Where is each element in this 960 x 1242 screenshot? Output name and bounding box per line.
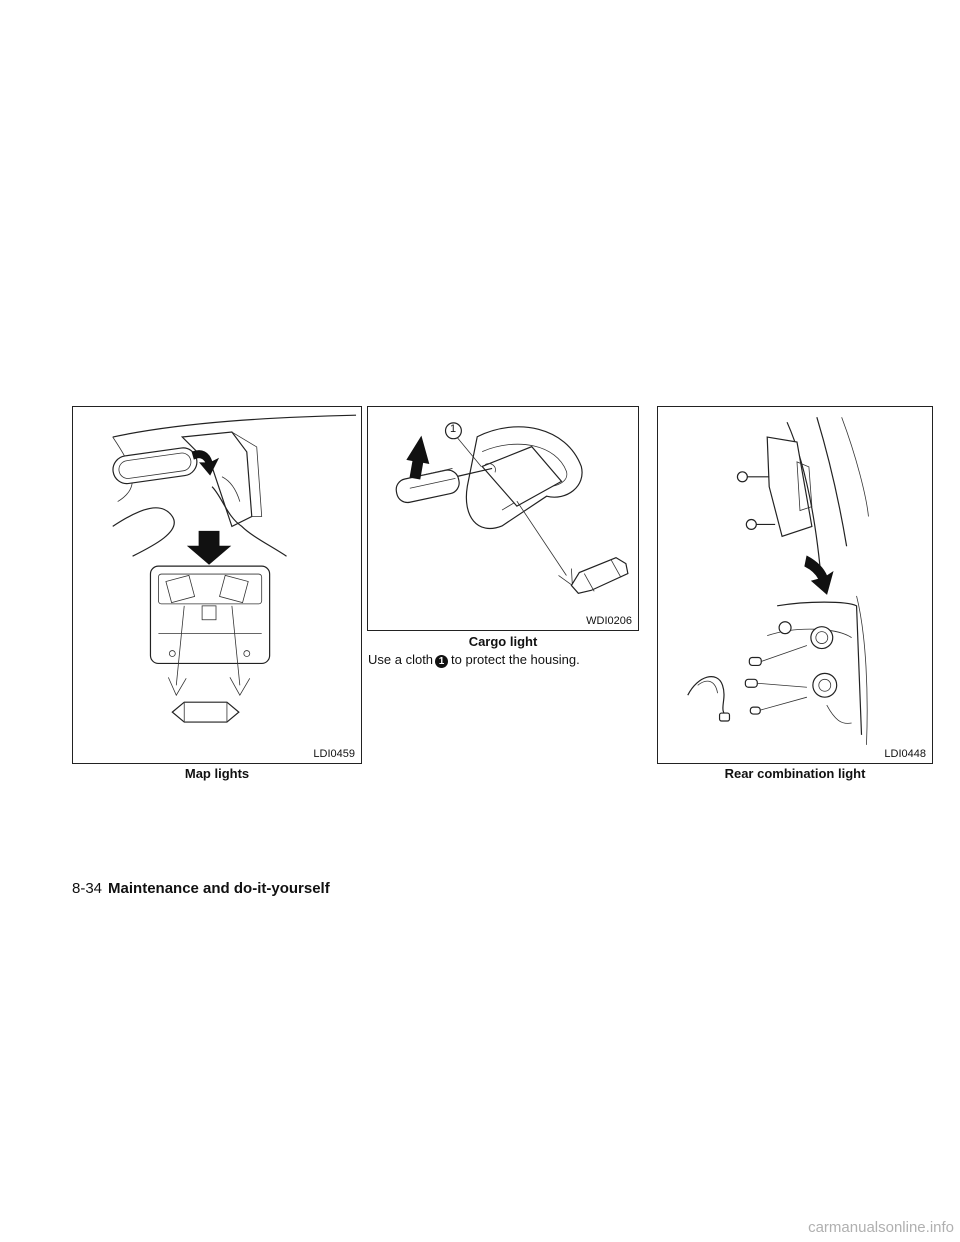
callout-marker: 1 (435, 655, 449, 668)
instruction-text-before: Use a cloth (368, 652, 434, 667)
figure-rear-combination-light: LDI0448 (657, 406, 933, 764)
map-lights-illustration (112, 414, 357, 723)
figure-caption-map-lights: Map lights (184, 766, 250, 781)
figure-caption-rear-combination-light: Rear combination light (724, 766, 866, 781)
figure-code: LDI0448 (884, 748, 926, 760)
section-title: Maintenance and do-it-yourself (108, 880, 330, 897)
callout-number: 1 (450, 423, 457, 435)
page-number: 8-34 (72, 880, 103, 897)
figure-code: WDI0206 (586, 615, 632, 627)
rear-combination-light-illustration (687, 417, 869, 745)
page-footer: 8-34 Maintenance and do-it-yourself (72, 880, 330, 897)
figure-cargo-light: 1 WDI0206 (367, 406, 639, 631)
cargo-light-illustration (395, 422, 629, 594)
figure-map-lights: LDI0459 (72, 406, 362, 764)
instruction-text-after: to protect the housing. (451, 652, 580, 667)
figure-code: LDI0459 (313, 748, 355, 760)
site-watermark: carmanualsonline.info (808, 1219, 954, 1236)
figure-caption-cargo-light: Cargo light (468, 634, 538, 649)
